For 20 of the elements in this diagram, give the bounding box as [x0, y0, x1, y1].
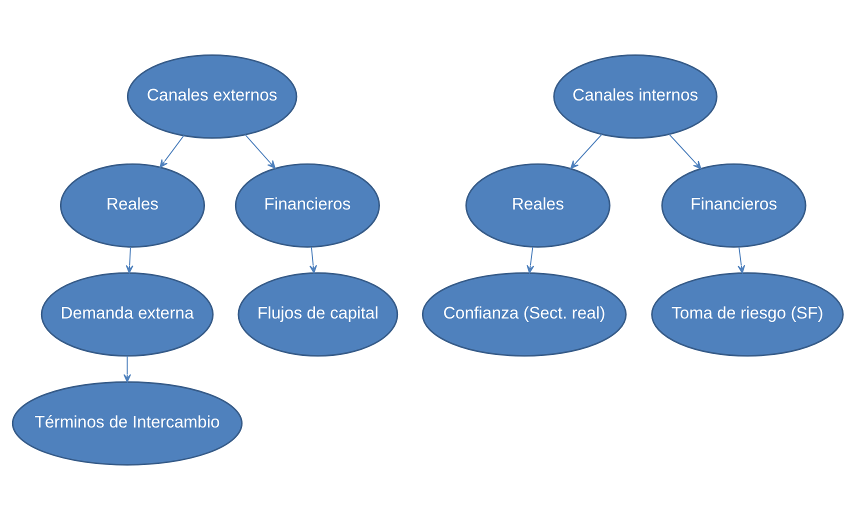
arrow: [244, 134, 276, 169]
arrow: [526, 246, 534, 274]
node-ellipse: Toma de riesgo (SF): [651, 272, 844, 357]
arrow: [123, 356, 132, 382]
node-ellipse: Reales: [60, 163, 206, 248]
node-ellipse: Financieros: [234, 163, 380, 248]
node-ellipse: Reales: [465, 163, 610, 248]
node-ellipse: Confianza (Sect. real): [422, 272, 627, 357]
node-ellipse: Términos de Intercambio: [12, 381, 243, 466]
arrow: [309, 246, 318, 274]
arrow: [738, 246, 746, 274]
node-ellipse: Flujos de capital: [238, 272, 398, 357]
node-ellipse: Canales internos: [553, 54, 718, 139]
node-ellipse: Financieros: [661, 163, 806, 248]
arrow: [160, 135, 184, 168]
arrow: [570, 134, 602, 169]
node-ellipse: Demanda externa: [40, 272, 214, 357]
arrow: [126, 246, 134, 274]
arrow: [668, 134, 702, 170]
node-ellipse: Canales externos: [126, 54, 298, 139]
